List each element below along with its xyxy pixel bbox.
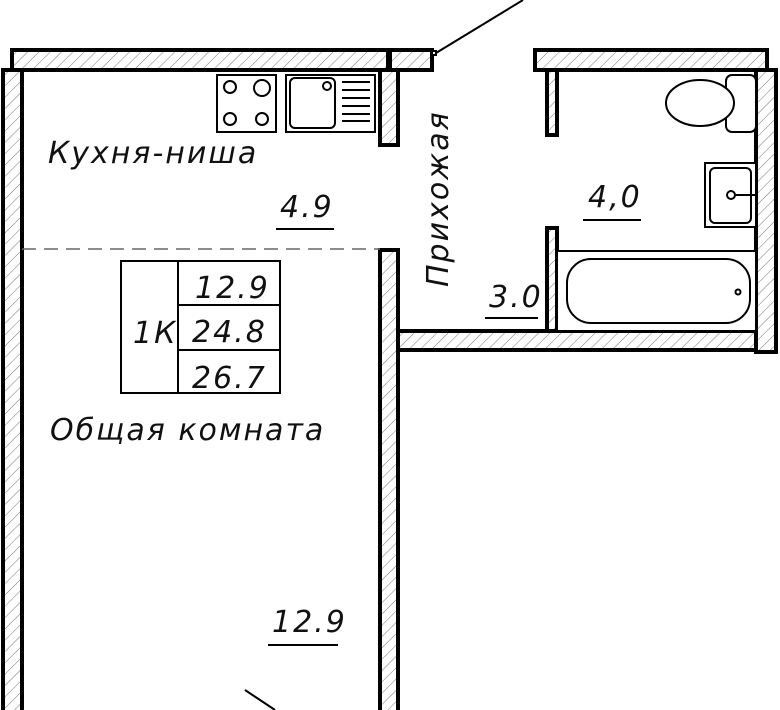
wash-basin-icon [704,162,757,228]
bottom-wall-bath [396,329,758,352]
top-wall-right [533,48,769,72]
bath-partition-top [545,68,559,137]
top-wall-door-jamb [388,48,434,72]
entrance-door-swing [435,0,524,54]
kitchen-area: 4.9 [280,190,334,225]
balcony-door-swing [244,689,276,710]
living-area-value: 12.9 [195,271,270,306]
hall-name: Прихожая [421,110,456,287]
living-room-name: Общая комната [50,413,325,448]
kitchen-name: Кухня-ниша [48,136,258,171]
right-wall [754,68,778,354]
left-wall [1,68,24,710]
area-summary-table: 1К 12.9 24.8 26.7 [120,260,281,396]
living-room-area: 12.9 [272,605,347,640]
total-with-extras-value: 26.7 [192,361,267,396]
toilet-icon [665,74,757,133]
kitchen-sink-icon [285,74,376,133]
bathtub-icon [556,250,757,332]
top-wall-left [10,48,390,72]
door-hinge [431,50,437,56]
stove-icon [216,74,277,133]
kitchen-partition [378,68,400,147]
total-area-value: 24.8 [192,315,267,350]
living-right-wall [378,248,400,710]
hall-area: 3.0 [489,280,543,315]
bathroom-area: 4,0 [588,180,642,215]
bath-partition-bottom [545,226,559,333]
apartment-type: 1К [133,316,177,351]
